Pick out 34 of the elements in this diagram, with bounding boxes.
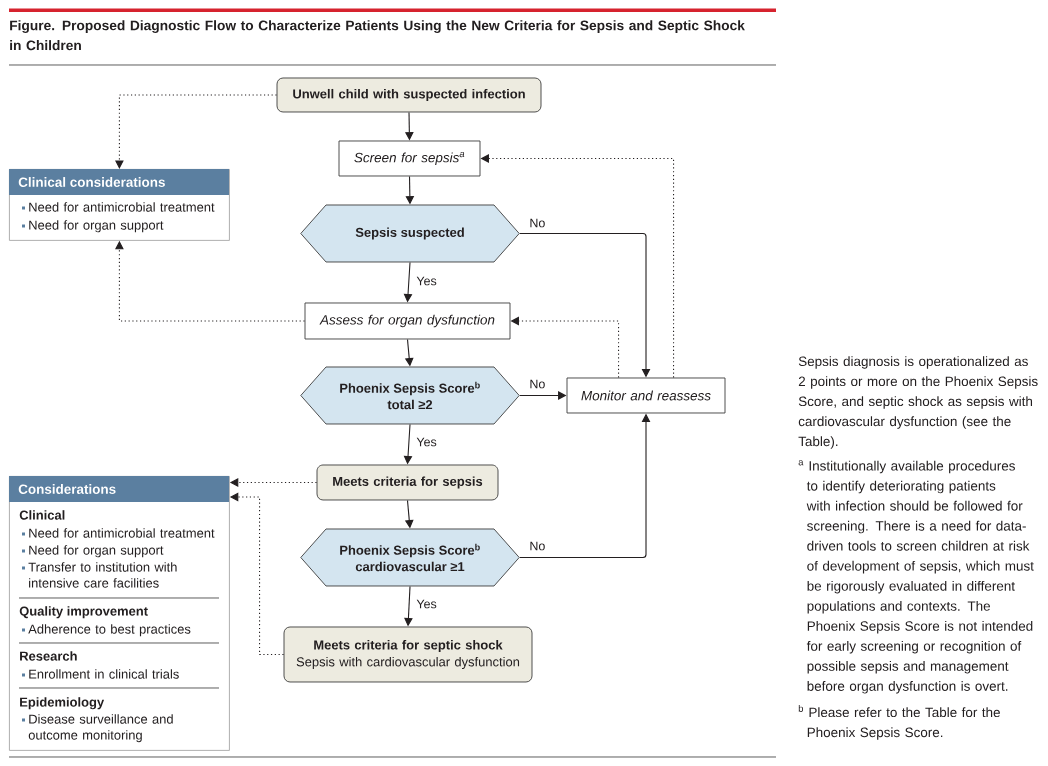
list-item: Adherence to best practices: [28, 624, 191, 637]
process-box: Monitor and reassess: [566, 377, 726, 414]
list-item: Need for antimicrobial treatment: [29, 528, 215, 538]
section-heading: Quality improvement: [19, 606, 148, 619]
panel-header: Considerations: [9, 476, 229, 502]
rounded-box: Meets criteria for sepsis: [316, 464, 499, 501]
list-item: Need for organ support: [29, 220, 164, 233]
edge-label: Yes: [415, 436, 438, 448]
list-item: Transfer to institution with intensive care facilities: [28, 562, 177, 588]
section-heading: Clinical: [19, 510, 65, 520]
note-text: Sepsis diagnosis is operationalized as 2 points or more on the Phoenix Sepsis Score, and septic shock as sepsis with cardiovascular dysfunction (see the Table).: [798, 356, 1038, 449]
section-heading: Research: [20, 651, 77, 661]
footnote-text: $^{b}$ Please refer to the Table for the Phoenix Sepsis Score.: [798, 704, 1000, 740]
decision-hexagon: Sepsis suspected: [300, 204, 520, 263]
decision-hexagon: Phoenix Sepsis Score$^{b}$ total ≥2: [300, 366, 520, 425]
list-item: Enrollment in clinical trials: [29, 669, 179, 679]
decision-hexagon: Phoenix Sepsis Score$^{b}$ cardiovascular ≥1: [300, 528, 520, 587]
process-box: Screen for sepsis$^{a}$: [338, 140, 481, 177]
list-item: Need for antimicrobial treatment: [29, 202, 215, 212]
rounded-box: Unwell child with suspected infection: [276, 77, 542, 113]
edge-label: No: [528, 378, 547, 390]
process-box: Assess for organ dysfunction: [304, 302, 511, 340]
section-heading: Epidemiology: [20, 697, 105, 710]
footnote-text: $^{a}$ Institutionally available procedures to identify deteriorating patients with infection should be followed for screening. There is a need for data-driven tools to screen children at risk of development of sepsis, which must be rigorously evaluated in different populations and contexts. The Phoenix Sepsis Score is not intended for early screening or recognition of possible sepsis and management before organ dysfunction is overt.: [798, 460, 1034, 694]
arrow: [115, 94, 278, 169]
edge-label: No: [528, 217, 547, 229]
list-item: Need for organ support: [29, 545, 164, 558]
edge-label: Yes: [415, 598, 438, 610]
edge-label: Yes: [415, 275, 438, 287]
rounded-box: Meets criteria for septic shock Sepsis with cardiovascular dysfunction: [283, 626, 533, 683]
list-item: Disease surveillance and outcome monitoring: [28, 714, 173, 743]
edge-label: No: [528, 540, 547, 552]
figure-title: Figure. Proposed Diagnostic Flow to Characterize Patients Using the New Criteria for Sepsis and Septic Shock in Children: [10, 20, 745, 51]
panel-header: Clinical considerations: [9, 169, 229, 195]
